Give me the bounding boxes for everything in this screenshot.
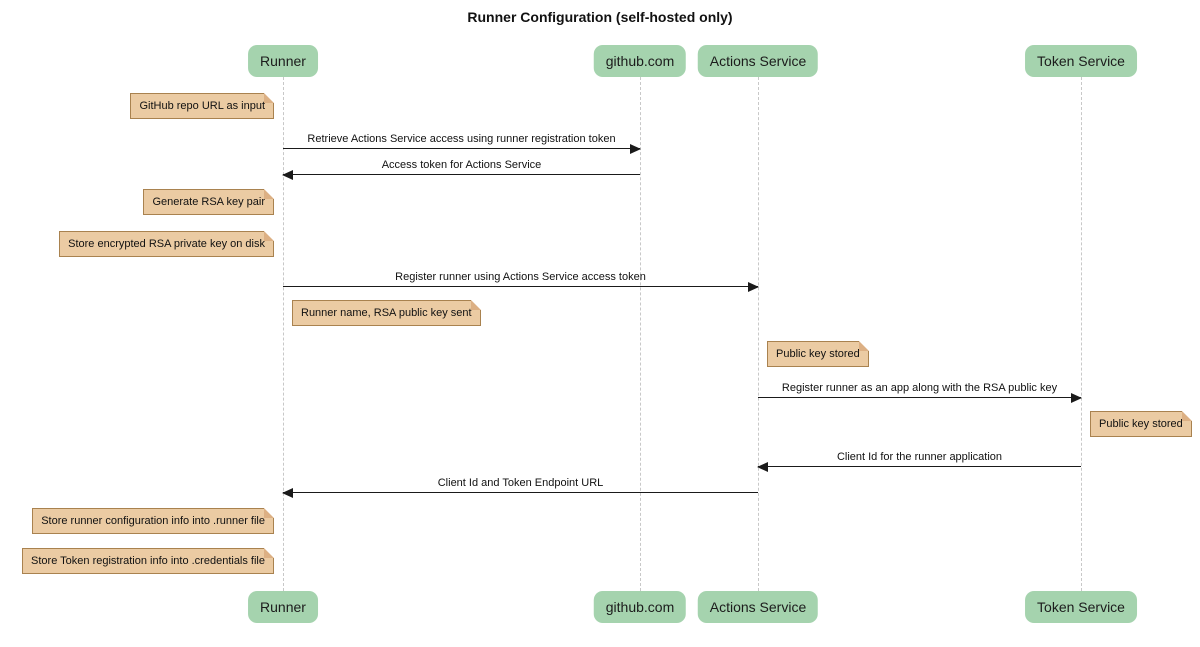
lifeline-github-com — [640, 77, 641, 591]
note-store-private-key: Store encrypted RSA private key on disk — [59, 231, 274, 257]
participant-runner-top: Runner — [248, 45, 318, 77]
message-arrow-register-runner — [283, 282, 759, 292]
lifeline-runner — [283, 77, 284, 591]
note-public-key-stored-token: Public key stored — [1090, 411, 1192, 437]
participant-token-service-top: Token Service — [1025, 45, 1137, 77]
message-arrow-access-token — [282, 170, 640, 180]
arrowhead-right-icon — [1071, 393, 1082, 403]
message-label-retrieve-access: Retrieve Actions Service access using ru… — [307, 133, 616, 145]
lifeline-actions-service — [758, 77, 759, 591]
message-label-client-id-endpoint: Client Id and Token Endpoint URL — [437, 477, 604, 489]
note-generate-rsa-keypair: Generate RSA key pair — [143, 189, 274, 215]
arrowhead-left-icon — [282, 488, 293, 498]
participant-runner-bottom: Runner — [248, 591, 318, 623]
message-arrow-register-app — [758, 393, 1082, 403]
arrowhead-left-icon — [757, 462, 768, 472]
message-arrow-client-id-endpoint — [282, 488, 758, 498]
participant-actions-service-top: Actions Service — [697, 45, 819, 77]
arrowhead-right-icon — [630, 144, 641, 154]
message-label-register-app: Register runner as an app along with the… — [781, 382, 1058, 394]
participant-github-com-top: github.com — [593, 45, 687, 77]
participant-actions-service-bottom: Actions Service — [697, 591, 819, 623]
note-github-repo-url: GitHub repo URL as input — [130, 93, 274, 119]
note-store-credentials-file: Store Token registration info into .cred… — [22, 548, 274, 574]
participant-token-service-bottom: Token Service — [1025, 591, 1137, 623]
arrowhead-left-icon — [282, 170, 293, 180]
lifeline-token-service — [1081, 77, 1082, 591]
participant-github-com-bottom: github.com — [593, 591, 687, 623]
diagram-title: Runner Configuration (self-hosted only) — [467, 9, 733, 25]
message-label-client-id: Client Id for the runner application — [836, 451, 1003, 463]
note-runner-name-sent: Runner name, RSA public key sent — [292, 300, 481, 326]
message-label-register-runner: Register runner using Actions Service ac… — [395, 271, 646, 283]
arrowhead-right-icon — [748, 282, 759, 292]
message-arrow-client-id — [757, 462, 1081, 472]
note-store-runner-file: Store runner configuration info into .ru… — [32, 508, 274, 534]
note-public-key-stored-actions: Public key stored — [767, 341, 869, 367]
message-arrow-retrieve-access — [283, 144, 641, 154]
message-label-access-token: Access token for Actions Service — [381, 159, 542, 171]
